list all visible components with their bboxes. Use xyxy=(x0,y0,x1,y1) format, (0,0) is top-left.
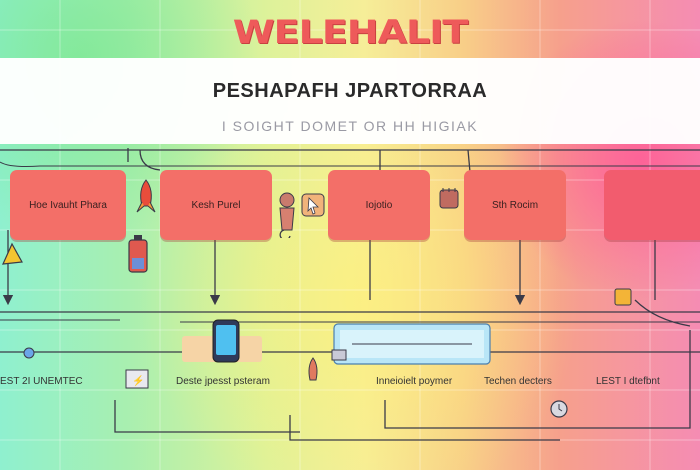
process-node-3[interactable]: Iojotio xyxy=(328,170,430,240)
rocket-icon xyxy=(136,179,156,213)
process-node-1[interactable]: Hoe Ivauht Phara xyxy=(10,170,126,240)
bracket-left xyxy=(114,400,300,433)
chip-icon xyxy=(439,188,459,209)
bottom-label-3: Inneioielt poymer xyxy=(376,376,453,387)
connector-top-4 xyxy=(467,149,471,173)
mid-bus-line-2 xyxy=(0,319,700,323)
process-node-1-label: Hoe Ivauht Phara xyxy=(29,199,107,211)
bracket-mid xyxy=(289,415,560,441)
svg-text:⚡: ⚡ xyxy=(132,374,144,387)
chess-piece-icon xyxy=(279,192,295,238)
process-node-4-label: Sth Rocim xyxy=(491,199,539,211)
bottom-label-2: Deste jpesst psteram xyxy=(176,376,270,387)
warning-icon xyxy=(2,242,23,265)
banner-title: PESHAPAFH JPARTORRAA xyxy=(212,80,488,102)
print-icon xyxy=(331,349,347,361)
bracket-right xyxy=(384,330,691,429)
top-bus-line-2 xyxy=(0,161,700,167)
alarm-clock-icon xyxy=(550,400,568,418)
box-icon xyxy=(614,288,632,306)
title-banner: PESHAPAFH JPARTORRAA I SOIGHT DOMET OR H… xyxy=(0,58,700,144)
monitor-icon[interactable] xyxy=(332,322,492,368)
bottom-label-5: LEST I dtefbnt xyxy=(596,376,660,387)
process-node-2-label: Kesh Purel xyxy=(191,199,241,211)
process-node-2[interactable]: Kesh Purel xyxy=(160,170,272,240)
cursor-icon xyxy=(301,193,325,217)
pin-icon xyxy=(23,347,35,359)
calendar-icon: ⚡ xyxy=(125,369,149,389)
right-leader xyxy=(634,299,691,327)
bottom-label-1: EST 2I UNEMTEC xyxy=(0,376,83,387)
phone-icon[interactable] xyxy=(210,318,244,366)
banner-subtitle: I SOIGHT DOMET OR HH HIGIAK xyxy=(221,118,479,134)
bottom-label-4: Techen decters xyxy=(484,376,552,387)
process-node-5[interactable] xyxy=(604,170,700,240)
rocket-small-icon xyxy=(308,357,318,381)
process-node-3-label: Iojotio xyxy=(365,199,393,211)
diagram-title: WELEHALIT xyxy=(232,13,469,51)
process-node-4[interactable]: Sth Rocim xyxy=(464,170,566,240)
battery-icon xyxy=(128,235,148,273)
connector-top-2 xyxy=(139,149,161,171)
